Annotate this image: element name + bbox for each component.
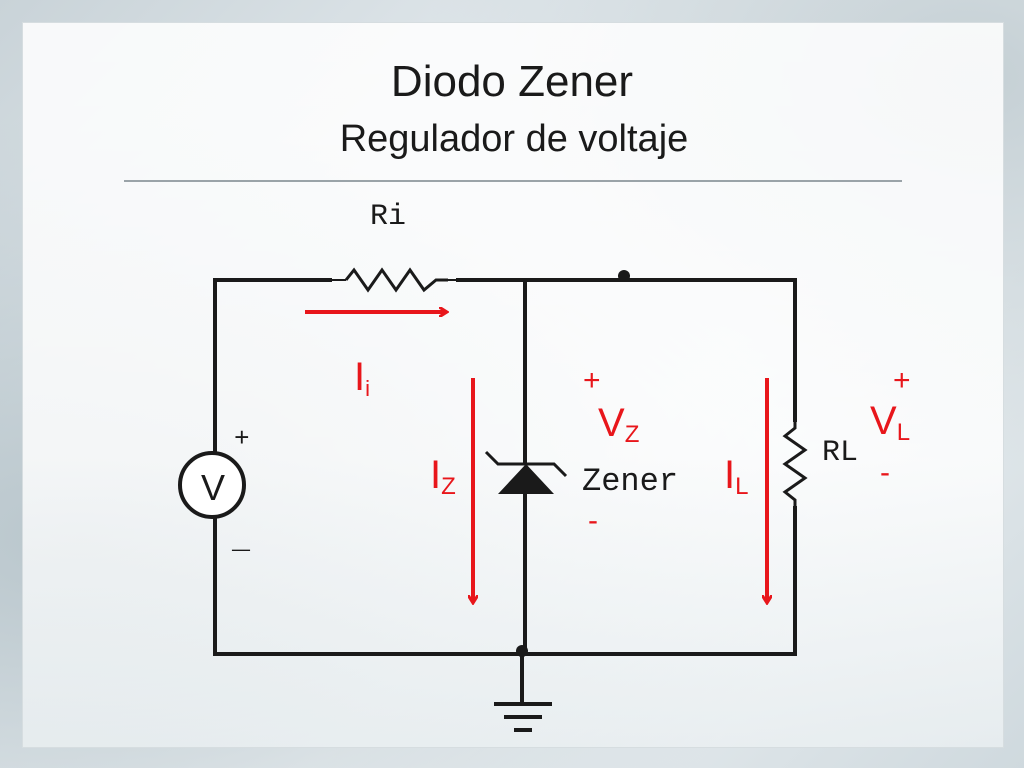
load-resistor-label: RL bbox=[822, 436, 858, 470]
resistor-ri bbox=[330, 267, 458, 293]
zener-label: Zener bbox=[582, 463, 678, 500]
resistor-ri-label: Ri bbox=[370, 200, 406, 234]
voltage-load-plus: + bbox=[893, 364, 911, 397]
top-node bbox=[618, 270, 630, 282]
ground-symbol bbox=[494, 702, 552, 732]
current-input-label: Ii bbox=[354, 355, 370, 401]
circuit-wires bbox=[213, 278, 797, 706]
source-plus-sign: + bbox=[234, 424, 250, 454]
voltage-zener-plus: + bbox=[583, 364, 601, 397]
current-load-label: IL bbox=[724, 453, 748, 500]
bottom-node bbox=[516, 645, 528, 657]
zener-diode-symbol bbox=[484, 450, 568, 494]
slide-subtitle: Regulador de voltaje bbox=[339, 118, 689, 160]
current-zener-label: IZ bbox=[430, 453, 456, 500]
voltage-source bbox=[178, 451, 246, 519]
load-resistor-rl bbox=[782, 420, 808, 508]
voltage-source-label: V bbox=[201, 467, 225, 508]
voltage-load-minus: - bbox=[880, 456, 890, 489]
voltage-load-label: VL bbox=[870, 399, 910, 446]
source-minus-sign: _ bbox=[231, 524, 251, 558]
title-divider bbox=[124, 180, 902, 182]
slide-title: Diodo Zener bbox=[390, 57, 634, 106]
slide-panel bbox=[22, 22, 1004, 748]
voltage-zener-minus: - bbox=[588, 504, 598, 537]
voltage-zener-label: VZ bbox=[598, 401, 639, 448]
